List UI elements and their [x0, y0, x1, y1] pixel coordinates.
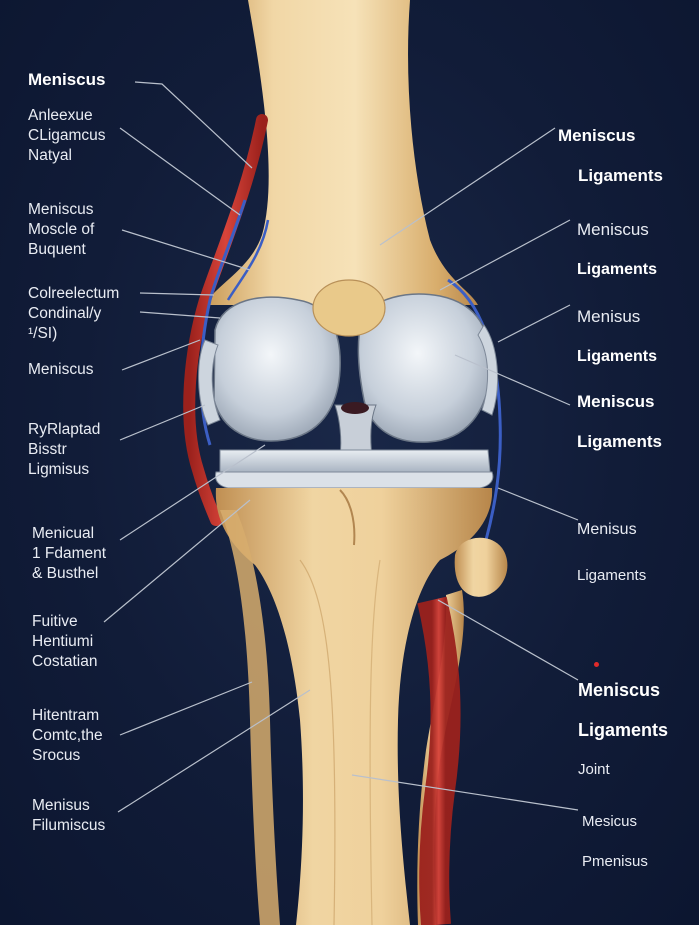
- red-marker: [594, 662, 599, 667]
- label-hitentram: Hitentram Comtc,the Srocus: [32, 706, 103, 766]
- label-right-3-line2: Ligaments: [577, 347, 657, 367]
- artery-right: [432, 600, 446, 925]
- label-right-2-line1: Meniscus: [577, 220, 657, 240]
- label-right-1-line2: Ligaments: [578, 166, 663, 186]
- label-fuitive: Fuitive Hentiumi Costatian: [32, 612, 97, 672]
- label-right-5-line1: Menisus: [577, 520, 646, 540]
- label-right-5-line2: Ligaments: [577, 566, 646, 586]
- label-meniscus-top: Meniscus: [28, 70, 105, 90]
- label-right-7-line1: Mesicus: [582, 812, 648, 832]
- label-right-5: Menisus Ligaments: [577, 500, 646, 606]
- label-ryrlaptad: RyRlaptad Bisstr Ligmisus: [28, 420, 100, 480]
- label-menisus-filumiscus: Menisus Filumiscus: [32, 796, 105, 836]
- label-right-6-line2: Ligaments: [578, 720, 668, 740]
- label-right-1: Meniscus Ligaments: [558, 106, 663, 206]
- label-colreelectum: Colreelectum Condinal/y ¹/SI): [28, 284, 119, 344]
- label-right-1-line1: Meniscus: [558, 126, 663, 146]
- label-right-7: Mesicus Pmenisus: [582, 792, 648, 892]
- patella: [313, 280, 385, 336]
- label-right-4-line2: Ligaments: [577, 432, 662, 452]
- label-anleexue: Anleexue CLigamcus Natyal: [28, 106, 106, 166]
- label-right-2: Meniscus Ligaments: [577, 200, 657, 300]
- label-right-7-line2: Pmenisus: [582, 852, 648, 872]
- femur: [205, 0, 478, 305]
- label-meniscus-moscle: Meniscus Moscle of Buquent: [28, 200, 94, 260]
- label-menicual: Menicual 1 Fdament & Busthel: [32, 524, 106, 584]
- label-right-4-line1: Meniscus: [577, 392, 662, 412]
- label-right-2-line2: Ligaments: [577, 260, 657, 280]
- tibial-plateau: [216, 472, 493, 488]
- label-right-4: Meniscus Ligaments: [577, 372, 662, 472]
- label-right-3-line1: Menisus: [577, 307, 657, 327]
- meniscus-plate: [220, 450, 490, 472]
- label-meniscus-mid: Meniscus: [28, 360, 93, 380]
- label-right-6: Meniscus Ligaments Joint: [578, 660, 668, 800]
- fibula-head: [455, 538, 508, 597]
- label-right-6-line3: Joint: [578, 760, 668, 780]
- label-right-6-line1: Meniscus: [578, 680, 668, 700]
